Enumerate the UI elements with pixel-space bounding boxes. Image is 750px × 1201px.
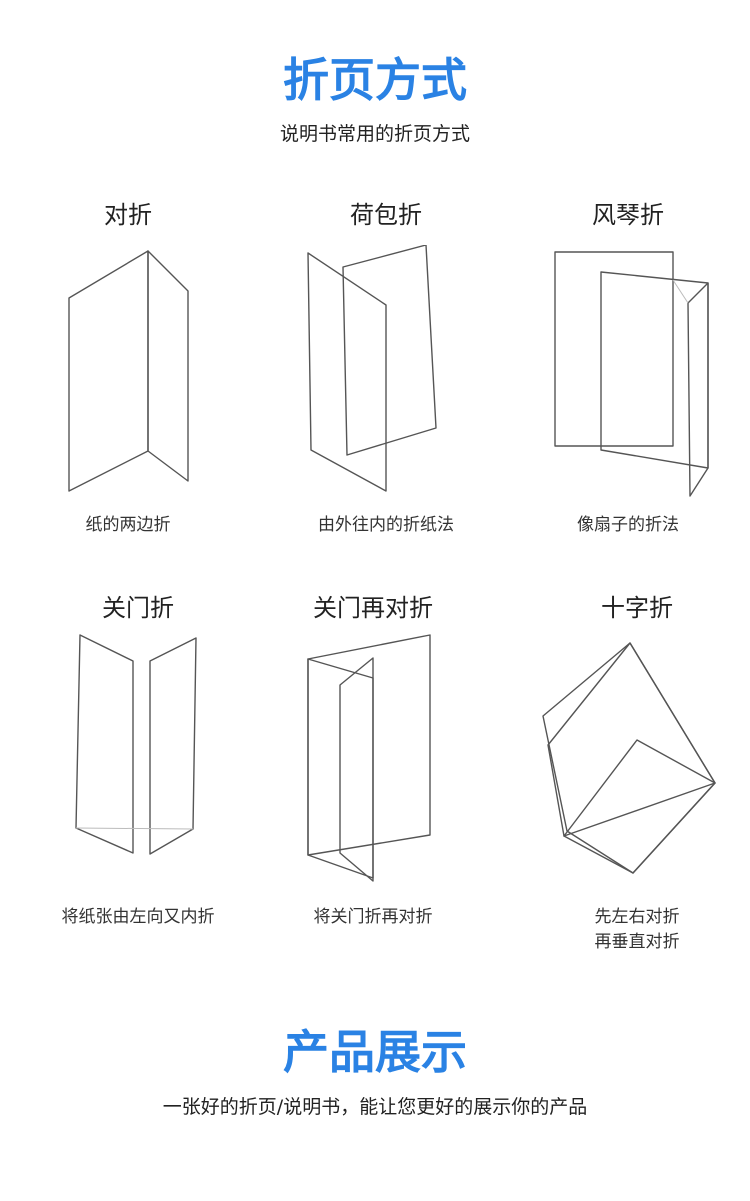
fold-description: 由外往内的折纸法	[318, 515, 454, 535]
fold-description: 将纸张由左向又内折	[61, 907, 215, 927]
double-gate-fold-diagram-icon	[307, 634, 431, 882]
fold-name: 荷包折	[350, 201, 422, 229]
section-subtitle-fold-methods: 说明书常用的折页方式	[279, 123, 470, 145]
fold-name: 十字折	[601, 594, 673, 622]
gate-fold-diagram-icon	[75, 634, 197, 855]
cross-fold-diagram-icon	[542, 642, 716, 874]
fold-description: 将关门折再对折	[313, 907, 433, 927]
section-title-fold-methods: 折页方式	[283, 53, 467, 107]
fold-card-roll: 荷包折 由外往内的折纸法	[261, 200, 511, 540]
half-fold-diagram-icon	[68, 250, 189, 492]
fold-description: 纸的两边折	[85, 515, 171, 535]
fold-card-half: 对折 纸的两边折	[3, 200, 253, 540]
fold-card-cross: 十字折 先左右对折 再垂直对折	[512, 593, 750, 973]
section-title-product-showcase: 产品展示	[283, 1025, 467, 1079]
fold-description-line1: 先左右对折	[594, 907, 680, 927]
roll-fold-diagram-icon	[307, 245, 437, 492]
fold-description-line2: 再垂直对折	[594, 932, 680, 952]
fold-name: 关门再对折	[313, 594, 433, 622]
accordion-fold-diagram-icon	[554, 251, 709, 497]
section-subtitle-product-showcase: 一张好的折页/说明书，能让您更好的展示你的产品	[162, 1096, 588, 1118]
fold-name: 关门折	[102, 594, 174, 622]
fold-card-gate: 关门折 将纸张由左向又内折	[13, 593, 263, 973]
fold-description: 像扇子的折法	[577, 515, 679, 535]
fold-card-double-gate: 关门再对折 将关门折再对折	[248, 593, 498, 973]
fold-name: 风琴折	[592, 201, 664, 229]
fold-name: 对折	[104, 201, 152, 229]
fold-card-accordion: 风琴折 像扇子的折法	[503, 200, 750, 540]
